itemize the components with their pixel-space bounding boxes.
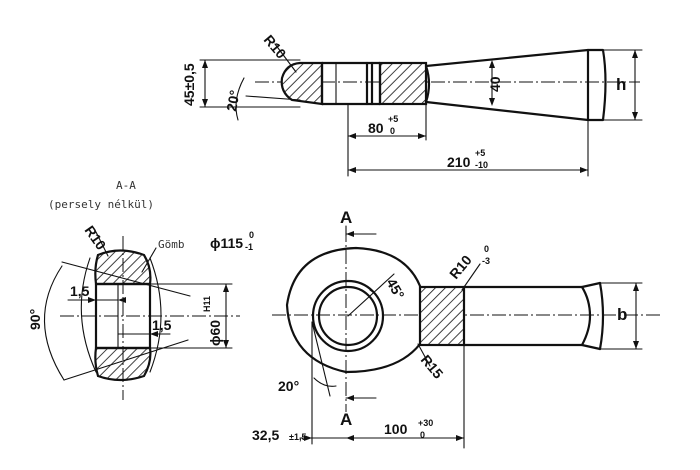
dim-40-label: 40 [487, 76, 503, 92]
front-r10-tol-lower: -3 [482, 256, 490, 266]
phi115-tol-lower: -1 [245, 242, 253, 252]
top-eye-right-hatch [378, 61, 428, 106]
section-r10-label: R10 [82, 223, 110, 253]
dim-210-tol-lower: -10 [475, 160, 488, 170]
top-eye-left-hatch [280, 61, 324, 106]
dim-100-label: 100 [384, 421, 408, 437]
section-subtitle: (persely nélkül) [48, 198, 154, 211]
section-phi60-label: ϕ60 [207, 320, 223, 346]
section-dim-15-a: 1,5 [70, 283, 90, 299]
cut-a-bottom-label: A [340, 410, 352, 429]
front-angle-20-label: 20° [278, 378, 299, 394]
front-shank-outline [462, 285, 592, 347]
dim-100-tol-upper: +30 [418, 418, 433, 428]
cut-a-top-label: A [340, 208, 352, 227]
front-r10-tol-upper: 0 [484, 244, 489, 254]
front-eye-outline [285, 246, 422, 374]
dim-45-label: 45±0,5 [181, 63, 197, 106]
dim-h-label: h [616, 75, 626, 94]
dim-325-tol: ±1,5 [289, 432, 306, 442]
front-shank-hatch [418, 285, 466, 347]
front-r15-label: R15 [418, 352, 447, 382]
section-view: A-A (persely nélkül) 90° R10 Gömb ϕ115 0… [27, 179, 254, 400]
dim-210-tol-upper: +5 [475, 148, 485, 158]
dim-80-label: 80 [368, 120, 384, 136]
section-angle-90-label: 90° [27, 309, 43, 330]
phi115-tol-upper: 0 [249, 230, 254, 240]
section-phi115-label: ϕ115 [210, 235, 243, 251]
section-title: A-A [116, 179, 136, 192]
front-bore-inner [317, 285, 379, 347]
top-eye-bore [320, 61, 382, 106]
front-bore-outer [311, 279, 385, 353]
top-angle-20-label: 20° [223, 89, 242, 113]
phi60-fit: H11 [202, 296, 212, 312]
section-sphere-arc [80, 257, 97, 373]
dim-100-tol-lower: 0 [420, 430, 425, 440]
section-gomb-label: Gömb [158, 238, 185, 251]
dim-210-label: 210 [447, 154, 471, 170]
top-view: 40 h 45±0,5 20° R10 80 +5 0 [181, 32, 643, 177]
section-dim-15-b: 1,5 [152, 317, 172, 333]
dim-b-label: b [617, 305, 627, 324]
top-shank-outline [424, 48, 607, 122]
front-view: b A A 45° R10 0 -3 R15 20° 32,5 ±1,5 100 [252, 208, 660, 449]
dim-325-label: 32,5 [252, 427, 279, 443]
dim-80-tol-lower: 0 [390, 126, 395, 136]
front-angle-45-label: 45° [383, 276, 407, 302]
dim-80-tol-upper: +5 [388, 114, 398, 124]
